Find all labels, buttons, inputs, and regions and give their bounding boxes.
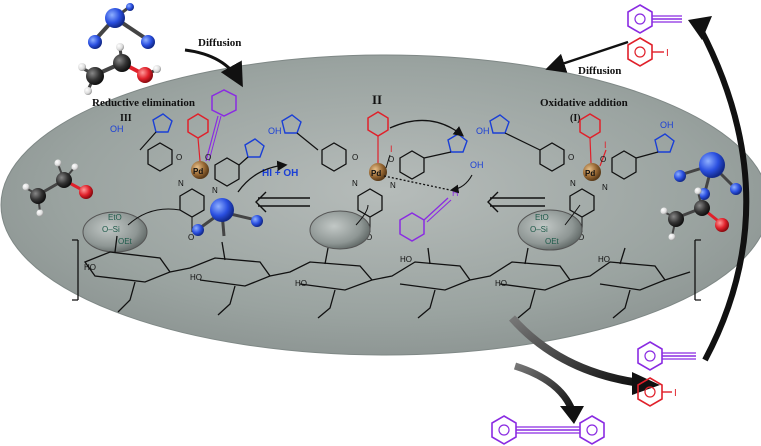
complex-iii: OH O N Pd O N O — [110, 89, 265, 242]
diffusion-label-left: Diffusion — [198, 37, 241, 49]
nitrogen-iii-b: N — [212, 186, 218, 195]
iodobenzene-bottom: I — [637, 377, 677, 407]
hydroxide-i-right: OH — [660, 120, 674, 130]
stage-ii-label: II — [372, 92, 382, 107]
eto-right: EtO — [535, 213, 549, 222]
pd-iii: Pd — [193, 167, 203, 176]
silica-particle-right: EtO O–Si OEt — [517, 204, 583, 251]
oet-left: OEt — [118, 237, 133, 246]
hydroxide-ii-left: OH — [268, 126, 282, 136]
diffusion-arrow-left — [184, 48, 243, 88]
oxygen-ii-a: O — [352, 153, 358, 162]
recycle-arrow-head — [688, 16, 712, 40]
ho-label-5: HO — [495, 279, 507, 288]
reductive-elimination-label: Reductive elimination — [92, 97, 195, 109]
silica-particle-left: EtO O–Si OEt — [82, 208, 181, 253]
bound-amine-iii — [192, 198, 263, 237]
recycle-arrow — [697, 26, 750, 362]
ho-label-3: HO — [295, 279, 307, 288]
nitrogen-ii-b: N — [390, 181, 396, 190]
diffusing-amine-molecule — [88, 3, 155, 49]
nitrogen-ii-a: N — [352, 179, 358, 188]
silica-particle-middle — [309, 204, 371, 250]
pd-i: Pd — [585, 169, 595, 178]
ho-label-1: HO — [84, 263, 96, 272]
product-arrow-right — [509, 315, 641, 387]
equilibrium-arrow-iii-ii — [255, 191, 310, 213]
bound-amine-i — [674, 152, 742, 200]
ho-label-2: HO — [190, 273, 202, 282]
product-arrow-right-head — [632, 372, 660, 395]
iodine-i: I — [604, 140, 607, 150]
oxygen-iii-a: O — [176, 153, 182, 162]
phenylacetylene-bottom — [637, 341, 696, 371]
diffusion-arrow-right — [545, 40, 629, 73]
iodine-ii: I — [390, 144, 393, 154]
cellulose-backbone — [72, 235, 701, 319]
oxidative-addition-label: Oxidative addition — [540, 97, 628, 109]
pd-ii: Pd — [371, 169, 381, 178]
nitrogen-iii-a: N — [178, 179, 184, 188]
arc-arrow-iii — [237, 160, 288, 193]
complex-ii: OH O N Pd I O N OH O H — [268, 111, 484, 242]
arc-arrow-ii-oh — [449, 174, 473, 194]
eto-left: EtO — [108, 213, 122, 222]
phenylacetylene-top — [627, 4, 682, 34]
oxygen-ii-c: O — [366, 233, 372, 242]
iodine-label-top: I — [666, 48, 669, 59]
oxygen-i-c: O — [578, 233, 584, 242]
iodine-label-bottom: I — [674, 388, 677, 399]
arc-arrow-ii — [389, 119, 465, 137]
nitrogen-i-a: N — [570, 179, 576, 188]
hydroxide-iii: OH — [110, 124, 124, 134]
ho-label-6: HO — [598, 255, 610, 264]
diphenylacetylene-product — [491, 415, 605, 445]
oet-right: OEt — [545, 237, 560, 246]
oxygen-iii-c: O — [188, 233, 194, 242]
alcohol-left — [22, 159, 93, 217]
stage-iii-label: III — [120, 113, 132, 124]
oxygen-i-a: O — [568, 153, 574, 162]
nitrogen-i-b: N — [602, 183, 608, 192]
product-arrow-down — [513, 362, 576, 412]
product-arrow-down-head — [560, 406, 584, 424]
byproduct-label: HI + OH — [262, 168, 298, 179]
ho-label-4: HO — [400, 255, 412, 264]
hydroxide-ii-right: OH — [470, 160, 484, 170]
hydroxide-i-left: OH — [476, 126, 490, 136]
osi-left: O–Si — [102, 225, 120, 234]
osi-right: O–Si — [530, 225, 548, 234]
oxygen-ii-b: O — [388, 155, 394, 164]
alcohol-right — [660, 187, 729, 241]
equilibrium-arrow-ii-i — [487, 191, 545, 213]
oxygen-i-b: O — [600, 155, 606, 164]
diffusion-label-right: Diffusion — [578, 65, 621, 77]
iodobenzene-top: I — [627, 37, 669, 67]
diffusing-alcohol-molecule — [78, 43, 161, 95]
stage-i-label: (I) — [570, 113, 581, 124]
complex-i: OH O N Pd I O N OH O — [476, 113, 675, 242]
oxygen-iii-b: O — [205, 153, 211, 162]
